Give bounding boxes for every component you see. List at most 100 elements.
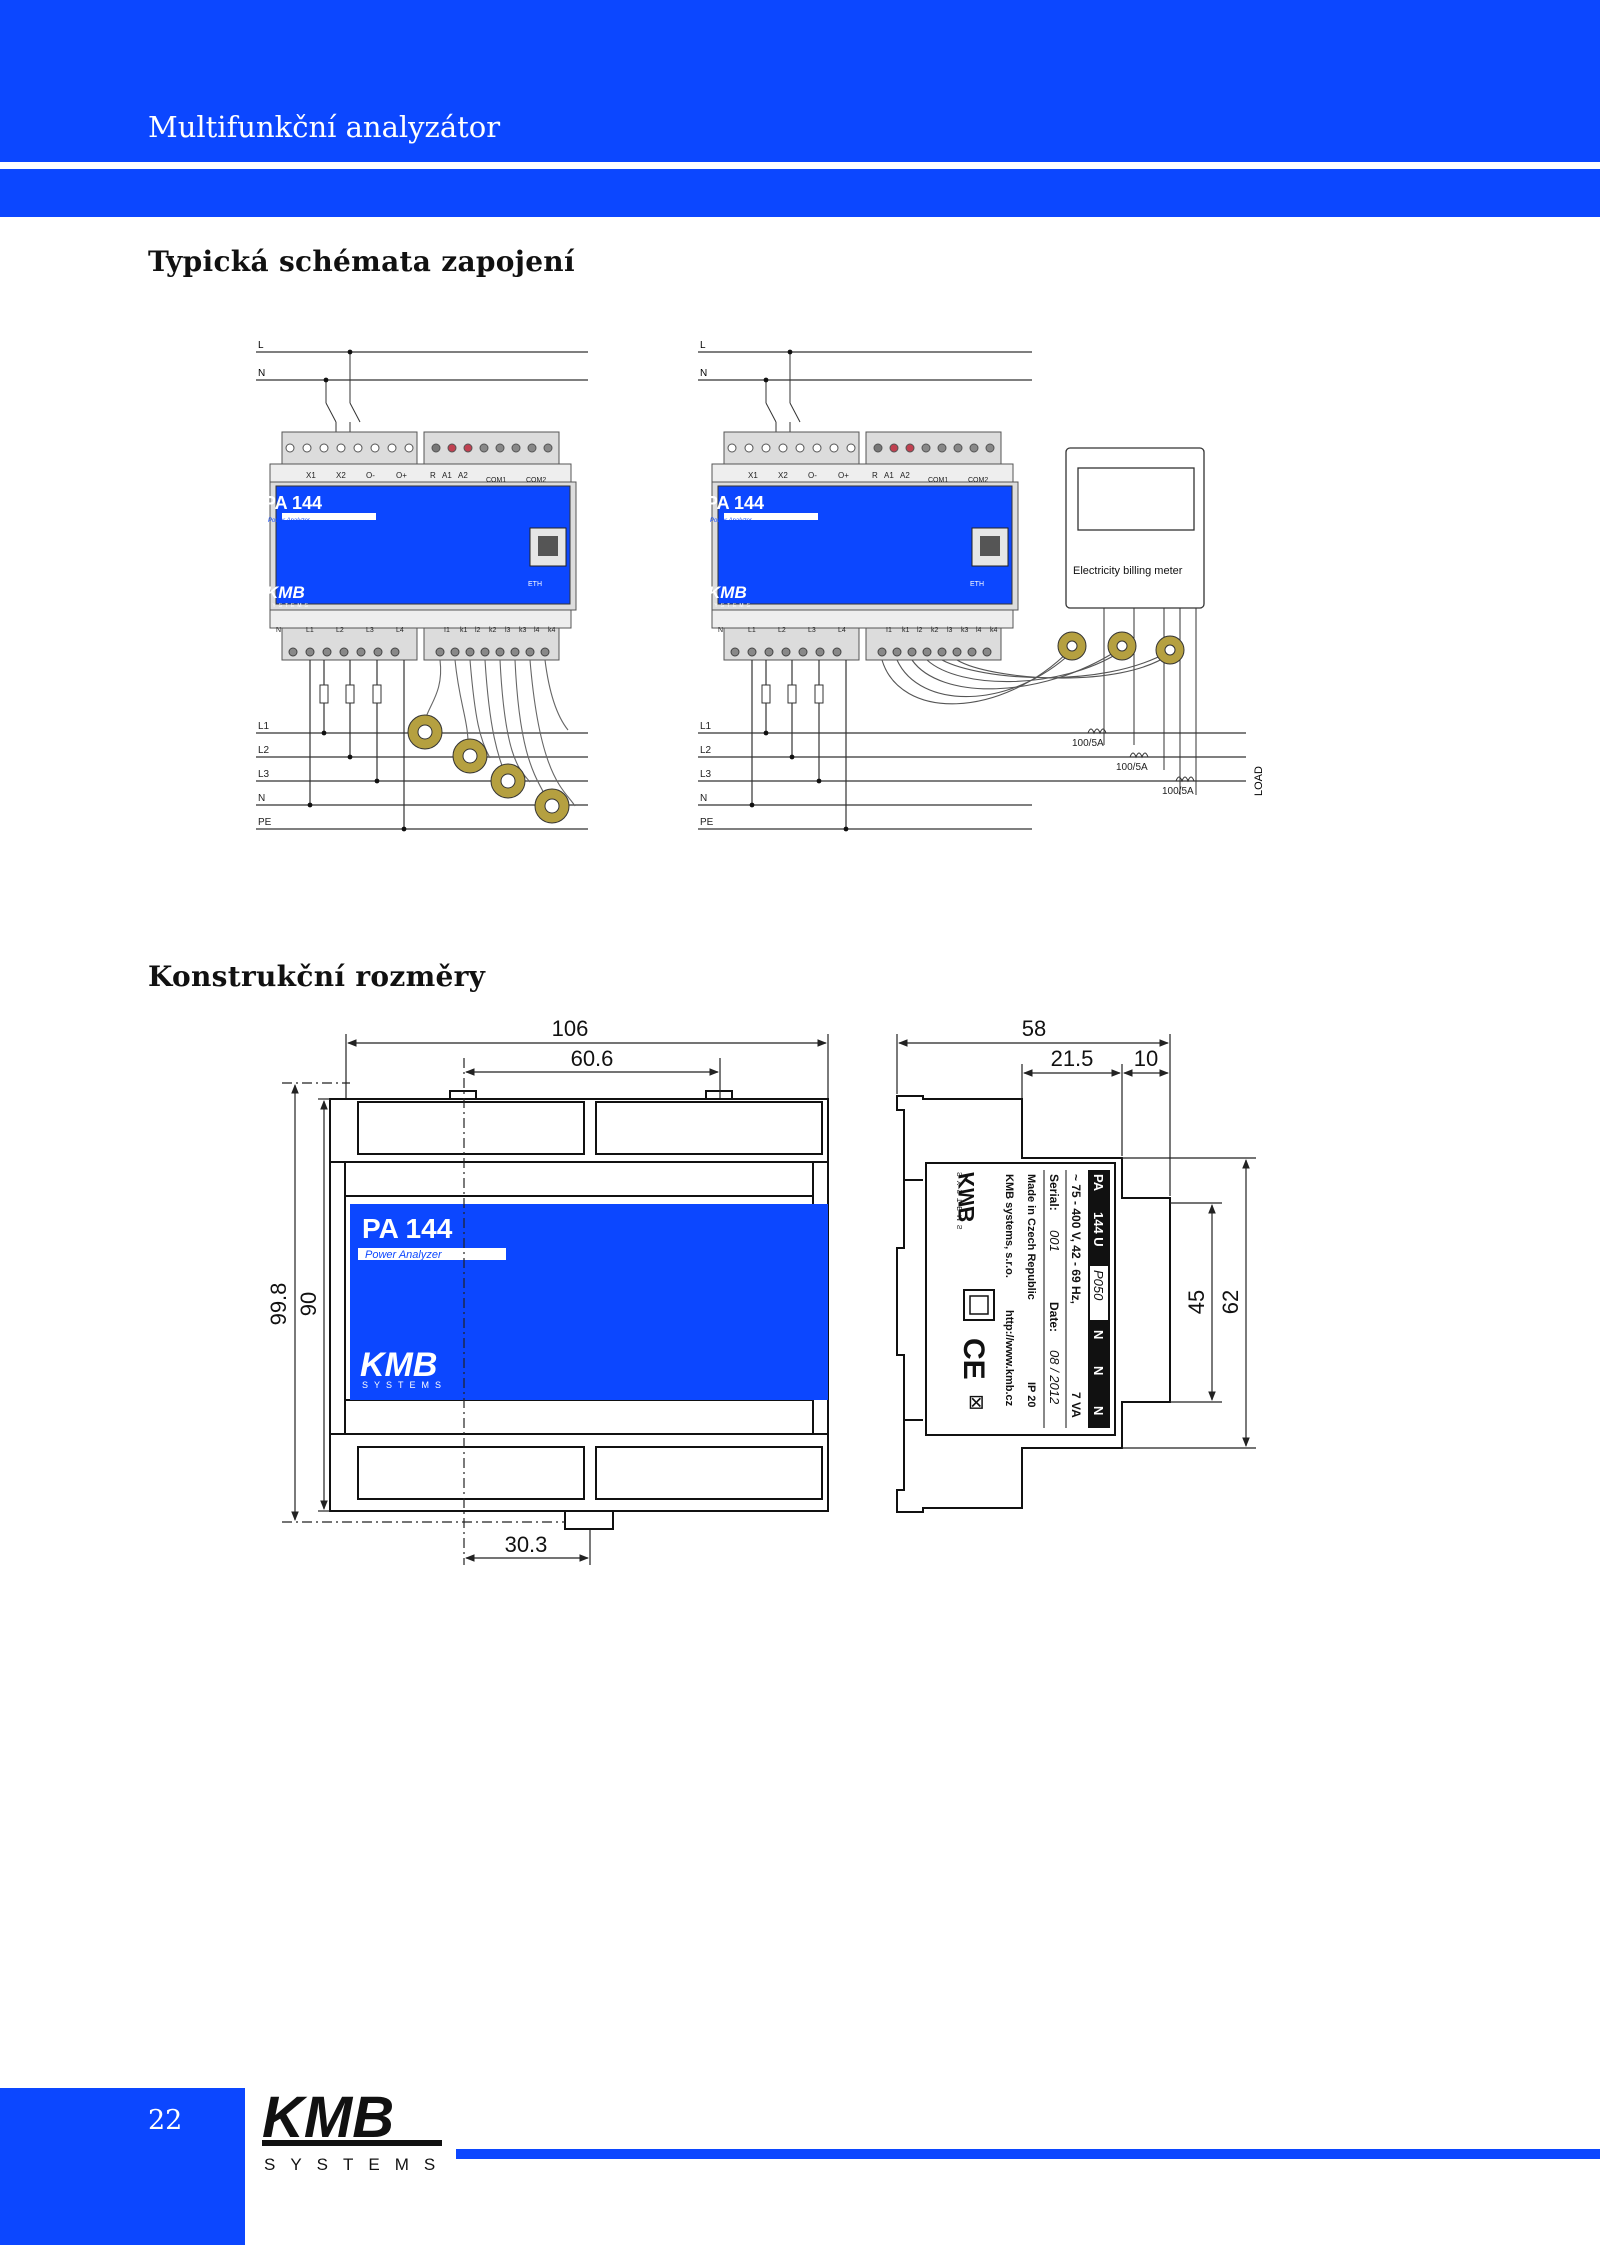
front-view-panel bbox=[350, 1204, 828, 1400]
dim-width: 106 bbox=[552, 1016, 589, 1041]
svg-text:COM2: COM2 bbox=[968, 477, 988, 484]
svg-text:Power Analyzer: Power Analyzer bbox=[365, 1249, 443, 1261]
footer-rule bbox=[456, 2149, 1600, 2159]
svg-text:Made in Czech Republic: Made in Czech Republic bbox=[1025, 1174, 1037, 1300]
svg-text:PE: PE bbox=[700, 817, 714, 828]
svg-text:A1: A1 bbox=[884, 471, 894, 480]
billing-meter-label: Electricity billing meter bbox=[1073, 565, 1183, 577]
svg-text:SYSTEMS: SYSTEMS bbox=[362, 1380, 447, 1390]
svg-text:L2: L2 bbox=[336, 627, 344, 634]
svg-text:L2: L2 bbox=[700, 745, 712, 756]
svg-text:X2: X2 bbox=[778, 471, 788, 480]
svg-text:SYSTEMS: SYSTEMS bbox=[957, 1172, 964, 1233]
header-band bbox=[0, 0, 1600, 162]
svg-text:Power Analyzer: Power Analyzer bbox=[710, 518, 753, 524]
svg-text:N: N bbox=[258, 793, 265, 804]
svg-text:N: N bbox=[1091, 1366, 1106, 1375]
dim-height-total: 99.8 bbox=[266, 1283, 291, 1326]
svg-text:l2: l2 bbox=[917, 627, 923, 634]
svg-text:L1: L1 bbox=[306, 627, 314, 634]
svg-text:ETH: ETH bbox=[528, 581, 542, 588]
current-transformers-left bbox=[407, 714, 570, 824]
dim-d1: 21.5 bbox=[1051, 1046, 1094, 1071]
svg-text:k2: k2 bbox=[931, 627, 939, 634]
front-view-device-name: PA 144 bbox=[362, 1213, 453, 1244]
svg-text:IP 20: IP 20 bbox=[1025, 1382, 1037, 1408]
svg-text:144 U: 144 U bbox=[1091, 1212, 1106, 1247]
svg-text:A1: A1 bbox=[442, 471, 452, 480]
svg-text:PE: PE bbox=[258, 817, 272, 828]
svg-text:I1: I1 bbox=[444, 627, 450, 634]
device-name-right: PA 144 bbox=[706, 493, 764, 513]
svg-text:KMB: KMB bbox=[954, 1172, 979, 1222]
kmb-logo: KMB SYSTEMS bbox=[262, 2090, 442, 2174]
svg-text:7 VA: 7 VA bbox=[1069, 1392, 1083, 1418]
label-plate: PA 144 U P050 N N N ~ 75 - 400 V, 42 - 6… bbox=[954, 1170, 1110, 1428]
svg-text:L3: L3 bbox=[258, 769, 270, 780]
svg-text:l3: l3 bbox=[505, 627, 511, 634]
dim-h1: 45 bbox=[1184, 1290, 1209, 1314]
svg-text:COM2: COM2 bbox=[526, 477, 546, 484]
svg-text:O+: O+ bbox=[838, 471, 849, 480]
wiring-diagrams: L N X1 X2 O- O+ R A1 A2 COM1 COM2 PA 1 bbox=[256, 340, 1265, 832]
svg-text:COM1: COM1 bbox=[486, 477, 506, 484]
svg-text:KMB: KMB bbox=[708, 583, 747, 602]
svg-text:k1: k1 bbox=[902, 627, 910, 634]
svg-text:N: N bbox=[700, 368, 707, 379]
svg-text:100/5A: 100/5A bbox=[1072, 738, 1104, 749]
svg-text:KMB: KMB bbox=[262, 2090, 394, 2150]
page-number: 22 bbox=[148, 2105, 183, 2136]
svg-text:001: 001 bbox=[1047, 1230, 1062, 1252]
document-title: Multifunkční analyzátor bbox=[148, 110, 501, 144]
svg-text:N: N bbox=[1091, 1406, 1106, 1415]
svg-text:l2: l2 bbox=[475, 627, 481, 634]
svg-text:Serial:: Serial: bbox=[1047, 1174, 1061, 1211]
svg-text:L: L bbox=[700, 340, 706, 351]
svg-text:KMB: KMB bbox=[266, 583, 305, 602]
svg-text:KMB systems, s.r.o.: KMB systems, s.r.o. bbox=[1003, 1174, 1015, 1278]
svg-text:k3: k3 bbox=[961, 627, 969, 634]
svg-text:R: R bbox=[430, 471, 436, 480]
ce-mark-icon: CE bbox=[957, 1338, 990, 1380]
svg-text:X1: X1 bbox=[748, 471, 758, 480]
svg-text:COM1: COM1 bbox=[928, 477, 948, 484]
svg-text:L4: L4 bbox=[838, 627, 846, 634]
section-heading-dimensions: Konstrukční rozměry bbox=[148, 960, 486, 993]
svg-text:L1: L1 bbox=[748, 627, 756, 634]
dim-h2: 62 bbox=[1218, 1290, 1243, 1314]
svg-text:L1: L1 bbox=[700, 721, 712, 732]
dim-height-body: 90 bbox=[296, 1292, 321, 1316]
svg-text:P050: P050 bbox=[1091, 1270, 1106, 1301]
device-name-left: PA 144 bbox=[264, 493, 322, 513]
svg-text:A2: A2 bbox=[458, 471, 468, 480]
dim-depth: 58 bbox=[1022, 1016, 1046, 1041]
svg-text:N: N bbox=[276, 627, 281, 634]
svg-text:N: N bbox=[718, 627, 723, 634]
svg-text:Power Analyzer: Power Analyzer bbox=[268, 518, 311, 524]
svg-text:L3: L3 bbox=[808, 627, 816, 634]
wiring-diagram-left: L N X1 X2 O- O+ R A1 A2 COM1 COM2 PA 1 bbox=[256, 340, 588, 832]
svg-text:L1: L1 bbox=[258, 721, 270, 732]
svg-text:k3: k3 bbox=[519, 627, 527, 634]
svg-text:N: N bbox=[1091, 1330, 1106, 1339]
svg-text:l4: l4 bbox=[534, 627, 540, 634]
svg-text:L4: L4 bbox=[396, 627, 404, 634]
svg-text:100/5A: 100/5A bbox=[1162, 786, 1194, 797]
section-heading-wiring: Typická schémata zapojení bbox=[148, 245, 575, 278]
svg-text:X1: X1 bbox=[306, 471, 316, 480]
svg-text:I1: I1 bbox=[886, 627, 892, 634]
dim-inner: 60.6 bbox=[571, 1046, 614, 1071]
svg-text:~ 75 - 400 V, 42 - 69 Hz,: ~ 75 - 400 V, 42 - 69 Hz, bbox=[1069, 1174, 1083, 1304]
svg-text:Date:: Date: bbox=[1047, 1302, 1061, 1332]
svg-text:KMB: KMB bbox=[360, 1346, 437, 1384]
svg-text:100/5A: 100/5A bbox=[1116, 762, 1148, 773]
load-label: LOAD bbox=[1253, 766, 1265, 796]
svg-text:SYSTEMS: SYSTEMS bbox=[708, 603, 753, 609]
svg-text:08 / 2012: 08 / 2012 bbox=[1047, 1350, 1062, 1405]
svg-text:k2: k2 bbox=[489, 627, 497, 634]
svg-text:k1: k1 bbox=[460, 627, 468, 634]
header-divider bbox=[0, 162, 1600, 169]
svg-text:X2: X2 bbox=[336, 471, 346, 480]
svg-text:L2: L2 bbox=[258, 745, 270, 756]
svg-text:L3: L3 bbox=[700, 769, 712, 780]
